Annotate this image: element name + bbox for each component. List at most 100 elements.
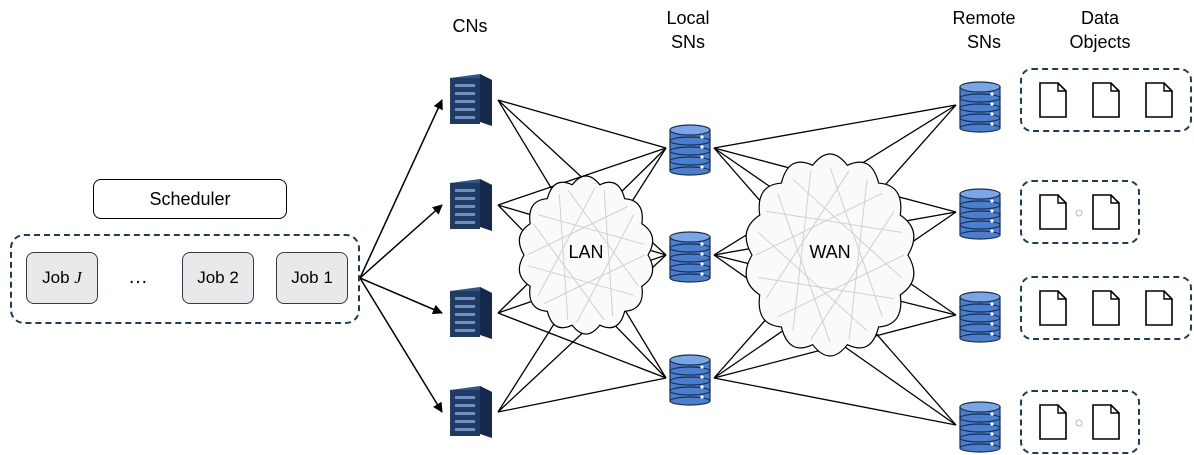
cn-server-icon-3-side (480, 287, 492, 339)
remote-sn-storage-icon-1-disk-bottom-1 (959, 103, 1001, 113)
wan-label: WAN (809, 242, 851, 262)
local-sn-storage-icon-2-disk-bottom-3 (669, 273, 711, 283)
data-object-file-icon-4-2 (1092, 404, 1120, 440)
cn-server-icon-2-slot-2 (455, 205, 475, 208)
remote-sn-storage-icon-2 (959, 188, 1001, 240)
remote-sn-storage-icon-3-led-1 (990, 312, 994, 316)
local-sn-storage-icon-2-led-0 (700, 242, 704, 246)
job-j-var: J (74, 268, 82, 287)
remote-sn-storage-icon-2-led-0 (990, 199, 994, 203)
remote-sn-storage-icon-2-disk-bottom-1 (959, 210, 1001, 220)
cn-server-icon-1-slot-0 (455, 84, 475, 87)
remote-sn-storage-icon-3-led-2 (990, 322, 994, 326)
data-object-file-icon-2-2 (1092, 194, 1120, 230)
cn-server-icon-3-slot-1 (455, 305, 475, 308)
local-sn-storage-icon-3-top (669, 354, 711, 366)
cn-server-icon-1-slot-4 (455, 116, 475, 119)
local-sn-storage-icon-2-led-2 (700, 262, 704, 266)
remote-sn-storage-icon-1-led-1 (990, 102, 994, 106)
local-sn-storage-icon-1-disk-bottom-1 (669, 146, 711, 156)
lan-mesh-line-3 (558, 194, 569, 321)
cn-server-icon-4-side (480, 386, 492, 438)
local-sn-storage-icon-2-top (669, 231, 711, 243)
job-j: Job J (26, 252, 98, 304)
wan-mesh-line-11 (810, 211, 895, 340)
remote-sn-storage-icon-4-disk-bottom-3 (959, 443, 1001, 453)
wan-mesh-line-2 (758, 232, 868, 332)
data-object-file-icon-1-2 (1092, 82, 1120, 118)
lan-label: LAN (568, 242, 604, 262)
data-object-file-icon-3-1 (1039, 290, 1067, 326)
local-sn-storage-icon-2-led-1 (700, 252, 704, 256)
wan-link-11 (713, 377, 957, 426)
local-sn-storage-icon-3-led-3 (700, 395, 704, 399)
cn-server-icon-3-slot-0 (455, 297, 475, 300)
wan-cloud-outline (745, 153, 915, 357)
job-queue (10, 234, 360, 324)
data-object-file-icon-1-1-fold (1057, 83, 1066, 92)
cn-server-icon-3-slot-4 (455, 329, 475, 332)
data-object-file-icon-4-2-fold (1110, 405, 1119, 414)
cn-server-icon-2-slot-0 (455, 189, 475, 192)
local-sn-storage-icon-1-led-3 (700, 165, 704, 169)
local-sn-storage-icon-2-led-3 (700, 272, 704, 276)
data-object-file-icon-4-1-fold (1057, 405, 1066, 414)
wan-mesh-line-6 (755, 192, 883, 256)
remote-sn-storage-icon-4-disk-bottom-1 (959, 423, 1001, 433)
data-object-group-2 (1020, 180, 1140, 244)
remote-sn-storage-icon-4-led-0 (990, 412, 994, 416)
data-object-gap-icon-4 (1075, 419, 1083, 427)
data-object-group-4 (1020, 390, 1140, 454)
lan-mesh-line-1 (527, 265, 634, 296)
remote-sn-storage-icon-2-led-2 (990, 219, 994, 223)
wan-mesh-line-10 (848, 179, 868, 340)
remote-sn-storage-icon-3-disk-bottom-2 (959, 323, 1001, 333)
cn-server-icon-3-slot-2 (455, 313, 475, 316)
wan-mesh-line-4 (792, 170, 812, 331)
data-object-gap-icon-2 (1075, 209, 1083, 217)
job-ellipsis: … (128, 266, 149, 288)
remote-sn-storage-icon-2-top (959, 188, 1001, 200)
lan-mesh-line-8 (603, 189, 614, 316)
wan-link-0 (713, 104, 957, 149)
remote-sn-storage-icon-1-top (959, 81, 1001, 93)
scheduler-arrow-2 (359, 204, 443, 279)
cn-server-icon-4-slot-3 (455, 420, 475, 423)
cn-server-icon-2-slot-3 (455, 213, 475, 216)
job-j-prefix: Job (42, 268, 75, 287)
wan-mesh-line-5 (765, 170, 850, 299)
lan-mesh-line-6 (538, 214, 645, 245)
cn-server-icon-2-side (480, 179, 492, 231)
remote-sn-storage-icon-4-disk-bottom-0 (959, 413, 1001, 423)
local-sn-storage-icon-1-disk-bottom-3 (669, 166, 711, 176)
wan-mesh-line-9 (829, 167, 883, 317)
local-sn-storage-icon-1-led-2 (700, 155, 704, 159)
remote-sn-storage-icon-1-disk-bottom-3 (959, 123, 1001, 133)
remote-sn-storage-icon-1-disk-bottom-2 (959, 113, 1001, 123)
remote-sn-storage-icon-4-led-1 (990, 422, 994, 426)
local-sn-storage-icon-1-led-1 (700, 145, 704, 149)
local-sn-storage-icon-1-disk-bottom-0 (669, 136, 711, 146)
lan-link-8 (497, 312, 667, 379)
data-object-file-icon-2-1-fold (1057, 195, 1066, 204)
remote-sn-storage-icon-4 (959, 401, 1001, 453)
local-sn-storage-icon-1-led-0 (700, 135, 704, 139)
lan-cloud-outline (518, 175, 654, 335)
local-sn-storage-icon-2 (669, 231, 711, 283)
wan-mesh-line-7 (765, 210, 902, 233)
cn-server-icon-1-slot-1 (455, 92, 475, 95)
cn-server-icon-1-slot-2 (455, 100, 475, 103)
remote-sn-storage-icon-3-top (959, 291, 1001, 303)
scheduler-box: Scheduler (93, 179, 287, 219)
cn-server-icon-4-slot-2 (455, 412, 475, 415)
local-sn-storage-icon-3 (669, 354, 711, 406)
data-object-file-icon-2-2-fold (1110, 195, 1119, 204)
data-object-group-1 (1020, 68, 1192, 132)
local-sn-storage-icon-3-disk-bottom-2 (669, 386, 711, 396)
nodes (450, 74, 1173, 453)
data-object-file-icon-1-1 (1039, 82, 1067, 118)
cn-server-icon-2-slot-4 (455, 221, 475, 224)
local-sn-storage-icon-2-disk-bottom-1 (669, 253, 711, 263)
data-object-file-icon-1-3-fold (1163, 83, 1172, 92)
remote-sn-storage-icon-1-led-0 (990, 92, 994, 96)
